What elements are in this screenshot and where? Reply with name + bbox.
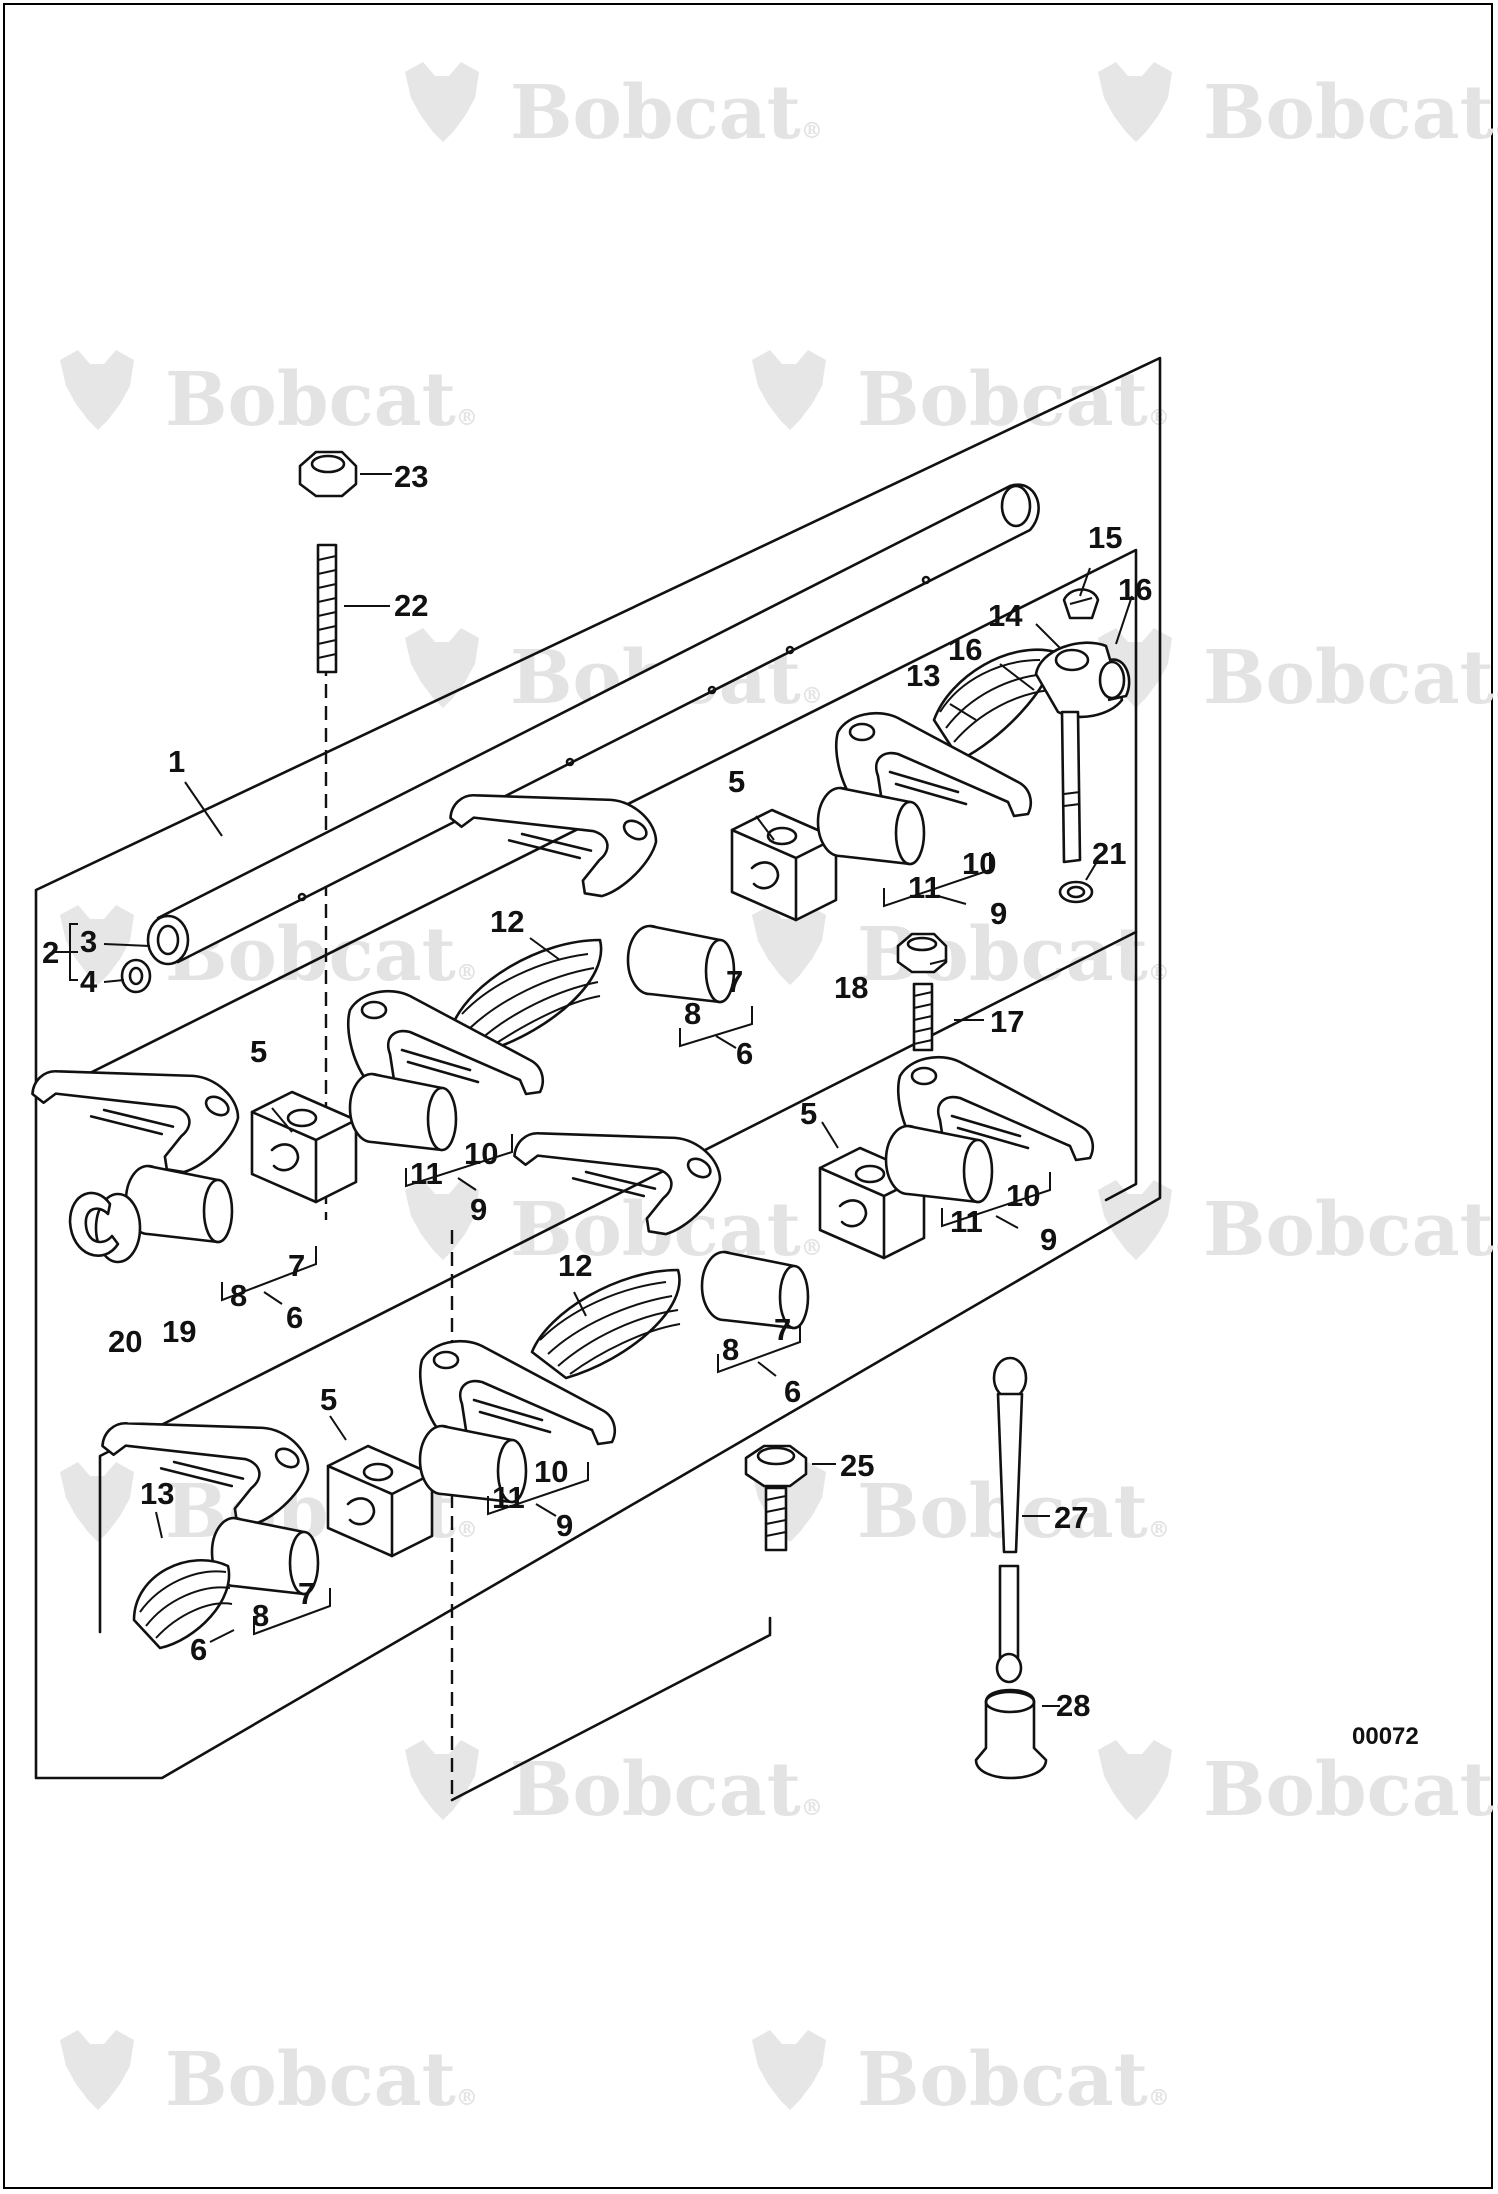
watermark-text: Bobcat® <box>1203 635 1498 721</box>
callout-16: 16 <box>1118 572 1152 607</box>
rocker-shaft <box>146 483 1040 966</box>
callout-11: 11 <box>492 1480 525 1515</box>
diagram-code: 00072 <box>1352 1723 1419 1750</box>
callout-6: 6 <box>736 1036 753 1071</box>
callout-18: 18 <box>834 970 868 1005</box>
bolt-25 <box>744 1444 808 1552</box>
watermark-mark: ® <box>801 1795 823 1821</box>
watermark-layer: Bobcat® Bobcat® Bobcat® Bobcat® Bobcat® … <box>60 62 1498 2123</box>
callout-6: 6 <box>190 1632 207 1667</box>
callout-21: 21 <box>1092 836 1126 871</box>
watermark-mark: ® <box>1148 1517 1170 1543</box>
callout-4: 4 <box>80 964 98 999</box>
callout-7: 7 <box>288 1248 305 1283</box>
watermark-text: Bobcat® <box>165 357 478 443</box>
leader-lines <box>52 473 1133 1707</box>
end-bracket-assembly <box>932 588 1131 904</box>
watermark-mark: ® <box>1494 1235 1498 1261</box>
callout-8: 8 <box>722 1332 739 1367</box>
watermark-mark: ® <box>1494 1795 1498 1821</box>
push-rod <box>992 1356 1028 1684</box>
bottom-row-components <box>97 1055 1095 1650</box>
callout-11: 11 <box>950 1204 983 1239</box>
callout-12: 12 <box>490 904 524 939</box>
shaft-plug <box>120 958 152 994</box>
callout-2: 2 <box>42 935 59 970</box>
watermark-mark: ® <box>456 405 478 431</box>
callout-13: 13 <box>140 1476 174 1511</box>
watermark-text: Bobcat® <box>165 2037 478 2123</box>
watermark-mark: ® <box>456 960 478 986</box>
callout-14: 14 <box>988 598 1023 633</box>
diagram-frame <box>3 3 1493 2189</box>
callout-10: 10 <box>534 1454 568 1489</box>
callout-7: 7 <box>298 1576 315 1611</box>
callout-22: 22 <box>394 588 428 623</box>
top-row-components <box>27 711 1033 1264</box>
callout-6: 6 <box>784 1374 801 1409</box>
callout-5: 5 <box>250 1034 267 1069</box>
callout-labels: 1 2 3 4 23 22 15 14 16 16 13 21 5 10 11 … <box>42 459 1419 1750</box>
callout-28: 28 <box>1056 1688 1090 1723</box>
callout-9: 9 <box>556 1508 573 1543</box>
callout-5: 5 <box>320 1382 337 1417</box>
callout-8: 8 <box>252 1598 269 1633</box>
callout-9: 9 <box>470 1192 487 1227</box>
watermark-text: Bobcat® <box>857 357 1170 443</box>
callout-9: 9 <box>1040 1222 1057 1257</box>
callout-23: 23 <box>394 459 428 494</box>
callout-17: 17 <box>990 1004 1024 1039</box>
callout-1: 1 <box>168 744 185 779</box>
callout-5: 5 <box>800 1096 817 1131</box>
callout-8: 8 <box>230 1278 247 1313</box>
callout-11: 11 <box>908 870 941 905</box>
watermark-mark: ® <box>1494 683 1498 709</box>
watermark-mark: ® <box>1148 2085 1170 2111</box>
callout-8: 8 <box>684 996 701 1031</box>
watermark-text: Bobcat® <box>1203 1187 1498 1273</box>
tappet <box>974 1688 1048 1780</box>
callout-10: 10 <box>1006 1178 1040 1213</box>
callout-16: 16 <box>948 632 982 667</box>
callout-10: 10 <box>464 1136 498 1171</box>
watermark-text: Bobcat® <box>510 70 823 156</box>
callout-7: 7 <box>726 964 743 999</box>
callout-6: 6 <box>286 1300 303 1335</box>
watermark-mark: ® <box>456 1517 478 1543</box>
callout-3: 3 <box>80 924 97 959</box>
watermark-text: Bobcat® <box>1203 1747 1498 1833</box>
callout-15: 15 <box>1088 520 1122 555</box>
watermark-mark: ® <box>801 118 823 144</box>
callout-9: 9 <box>990 896 1007 931</box>
callout-25: 25 <box>840 1448 874 1483</box>
callout-11: 11 <box>410 1156 443 1191</box>
watermark-text: Bobcat® <box>857 2037 1170 2123</box>
callout-12: 12 <box>558 1248 592 1283</box>
callout-27: 27 <box>1054 1500 1088 1535</box>
callout-19: 19 <box>162 1314 196 1349</box>
callout-10: 10 <box>962 846 996 881</box>
callout-20: 20 <box>108 1324 142 1359</box>
watermark-mark: ® <box>801 683 823 709</box>
watermark-mark: ® <box>801 1235 823 1261</box>
watermark-text: Bobcat® <box>510 1747 823 1833</box>
callout-13: 13 <box>906 658 940 693</box>
watermark-text: Bobcat® <box>1203 70 1498 156</box>
stud-22 <box>316 543 338 674</box>
callout-7: 7 <box>774 1312 791 1347</box>
nut-23 <box>298 450 358 498</box>
watermark-mark: ® <box>1494 118 1498 144</box>
sub-assembly-brackets <box>209 852 1051 1643</box>
watermark-mark: ® <box>456 2085 478 2111</box>
callout-5: 5 <box>728 764 745 799</box>
